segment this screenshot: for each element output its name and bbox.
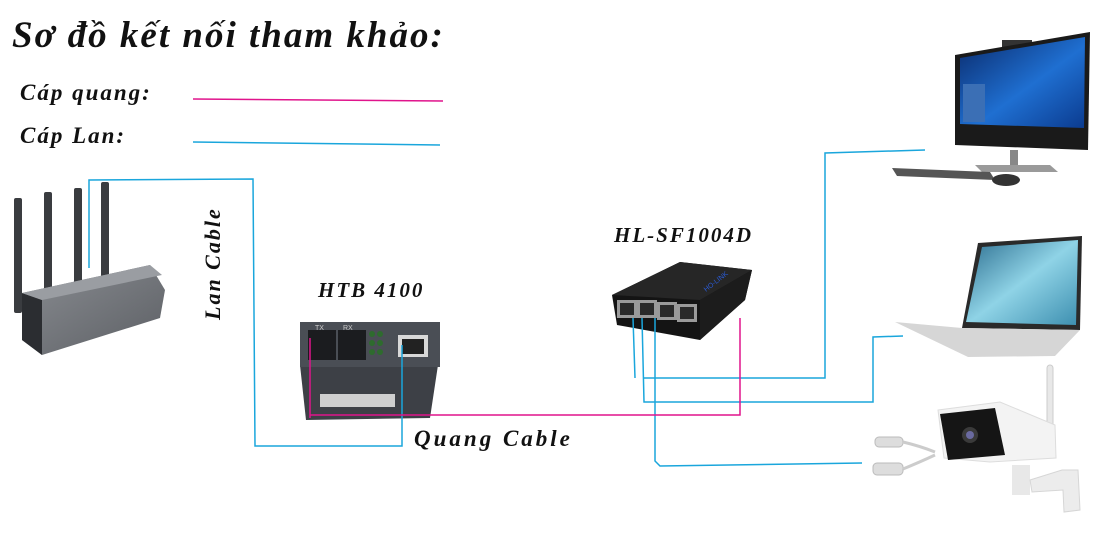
- lan-cable-switch-laptop: [641, 317, 904, 403]
- lan-cable-switch-desktop: [643, 149, 926, 379]
- media-converter-icon: TX RX: [300, 322, 440, 420]
- legend-lan-label: Cáp Lan:: [20, 123, 127, 148]
- tx-port-label: TX: [315, 325, 324, 332]
- legend-fiber-line: [192, 98, 444, 102]
- lan-cable-router-converter: [88, 178, 403, 447]
- media-converter-label: HTB 4100: [318, 278, 425, 302]
- legend-fiber-label: Cáp quang:: [20, 80, 152, 105]
- camera-icon: [872, 364, 1081, 513]
- rx-port-label: RX: [343, 325, 353, 332]
- fiber-cable-label: Quang Cable: [414, 426, 573, 451]
- legend-lan-line: [192, 141, 441, 146]
- laptop-icon: [895, 236, 1082, 357]
- switch-icon: HO-LINK: [612, 262, 752, 340]
- fiber-cable-converter-switch: [309, 318, 741, 418]
- lan-cable-switch-port1: [632, 317, 636, 379]
- desktop-icon: [892, 32, 1090, 186]
- diagram-title: Sơ đồ kết nối tham khảo:: [12, 15, 445, 56]
- switch-label: HL-SF1004D: [614, 223, 754, 247]
- lan-cables: [88, 149, 926, 467]
- router-icon: [14, 182, 165, 355]
- lan-cable-switch-camera: [654, 318, 863, 467]
